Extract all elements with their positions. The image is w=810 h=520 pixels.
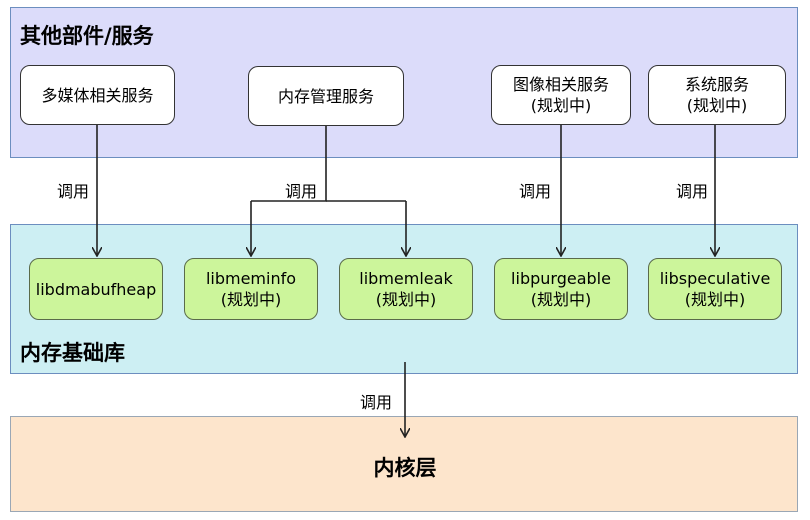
service-system-status: (规划中) [686, 96, 748, 115]
service-system: 系统服务 (规划中) [648, 65, 786, 125]
service-multimedia-label: 多媒体相关服务 [41, 85, 154, 105]
lib-memleak: libmemleak (规划中) [339, 258, 473, 320]
edge-label-kernel: 调用 [360, 393, 393, 412]
service-image-status: (规划中) [530, 96, 592, 115]
lib-purgeable: libpurgeable (规划中) [494, 258, 628, 320]
lib-dmabufheap-label: libdmabufheap [35, 279, 157, 299]
service-memory-management: 内存管理服务 [248, 66, 404, 126]
lib-purgeable-status: (规划中) [530, 290, 592, 309]
lib-dmabufheap: libdmabufheap [29, 258, 163, 320]
edge-label-multimedia: 调用 [57, 182, 90, 201]
service-system-label: 系统服务 [684, 75, 749, 94]
service-image: 图像相关服务 (规划中) [491, 65, 631, 125]
lib-speculative: libspeculative (规划中) [648, 258, 782, 320]
service-memory-management-label: 内存管理服务 [277, 86, 374, 106]
kernel-layer-title: 内核层 [373, 456, 437, 480]
lib-memleak-status: (规划中) [375, 290, 437, 309]
lib-meminfo-label: libmeminfo [205, 269, 297, 288]
edge-label-system: 调用 [676, 182, 709, 201]
service-multimedia: 多媒体相关服务 [20, 65, 175, 125]
memory-base-layer-title: 内存基础库 [20, 341, 125, 365]
lib-purgeable-label: libpurgeable [511, 269, 611, 288]
service-image-label: 图像相关服务 [512, 75, 609, 94]
lib-meminfo-status: (规划中) [220, 290, 282, 309]
services-layer-title: 其他部件/服务 [20, 24, 154, 48]
lib-speculative-label: libspeculative [659, 269, 771, 288]
lib-meminfo: libmeminfo (规划中) [184, 258, 318, 320]
lib-speculative-status: (规划中) [684, 290, 746, 309]
lib-memleak-label: libmemleak [359, 269, 453, 288]
edge-label-memmgr: 调用 [285, 182, 318, 201]
edge-label-image: 调用 [519, 182, 552, 201]
